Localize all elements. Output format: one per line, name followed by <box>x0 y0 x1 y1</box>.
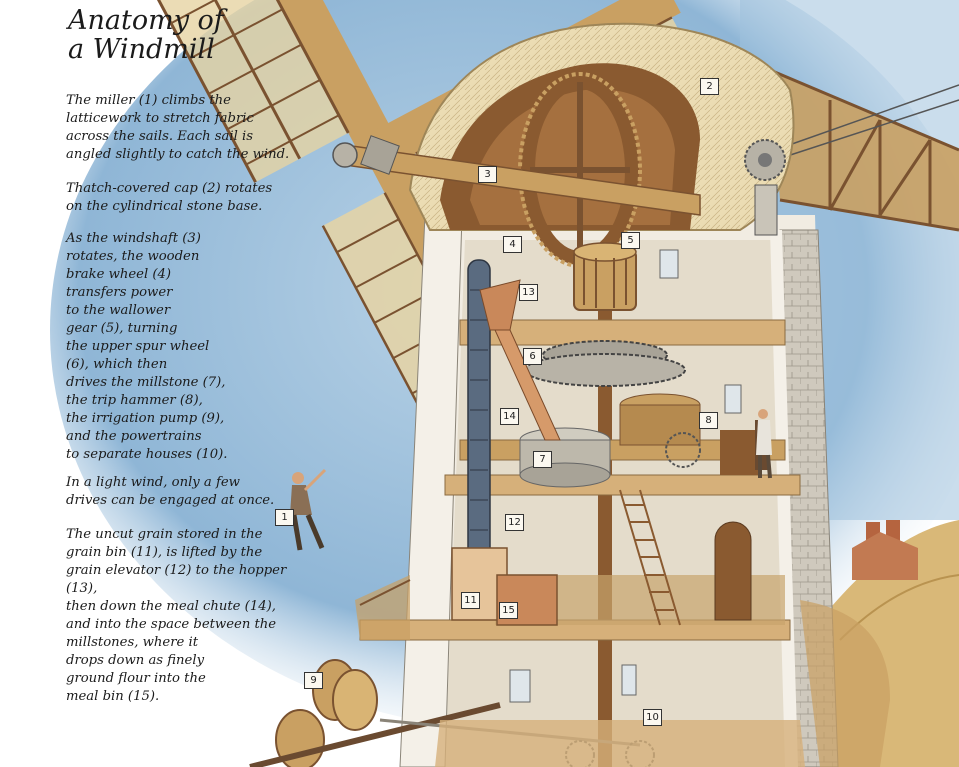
millstones <box>519 393 701 488</box>
callout-6: 6 <box>523 348 542 365</box>
callout-12: 12 <box>505 514 524 531</box>
windshaft <box>332 135 701 216</box>
page-title: Anatomy of a Windmill <box>68 6 268 64</box>
wallower-gear <box>573 242 637 311</box>
balcony <box>355 575 890 767</box>
worker-figure <box>756 409 772 479</box>
caption-grain-flow: The uncut grain stored in the grain bin … <box>66 527 287 704</box>
callout-2: 2 <box>700 78 719 95</box>
callout-14: 14 <box>500 408 519 425</box>
callout-10: 10 <box>643 709 662 726</box>
caption-miller: The miller (1) climbs the latticework to… <box>66 93 290 162</box>
distant-house <box>852 520 918 580</box>
callout-9: 9 <box>304 672 323 689</box>
callout-11: 11 <box>461 592 480 609</box>
ground-floor <box>435 720 805 767</box>
grain-elevator <box>467 259 491 561</box>
callout-5: 5 <box>621 232 640 249</box>
main-shaft <box>598 270 612 767</box>
callout-3: 3 <box>478 166 497 183</box>
callout-4: 4 <box>503 236 522 253</box>
interior-ladder <box>619 489 681 626</box>
callout-15: 15 <box>499 602 518 619</box>
fantail-gear <box>744 139 786 236</box>
title-line-2: a Windmill <box>68 34 215 65</box>
hopper-and-chute <box>479 279 561 441</box>
callout-8: 8 <box>699 412 718 429</box>
caption-light-wind: In a light wind, only a few drives can b… <box>66 475 275 508</box>
tail-frame <box>769 68 959 232</box>
title-line-1: Anatomy of <box>68 5 224 36</box>
door-and-windows <box>509 249 752 703</box>
caption-power-train: As the windshaft (3) rotates, the wooden… <box>66 231 228 462</box>
miller-figure <box>290 468 327 551</box>
brake-wheel <box>518 72 642 268</box>
spur-wheel <box>524 340 686 387</box>
callout-7: 7 <box>533 451 552 468</box>
caption-cap: Thatch-covered cap (2) rotates on the cy… <box>66 181 273 214</box>
callout-13: 13 <box>519 284 538 301</box>
callout-1: 1 <box>275 509 294 526</box>
